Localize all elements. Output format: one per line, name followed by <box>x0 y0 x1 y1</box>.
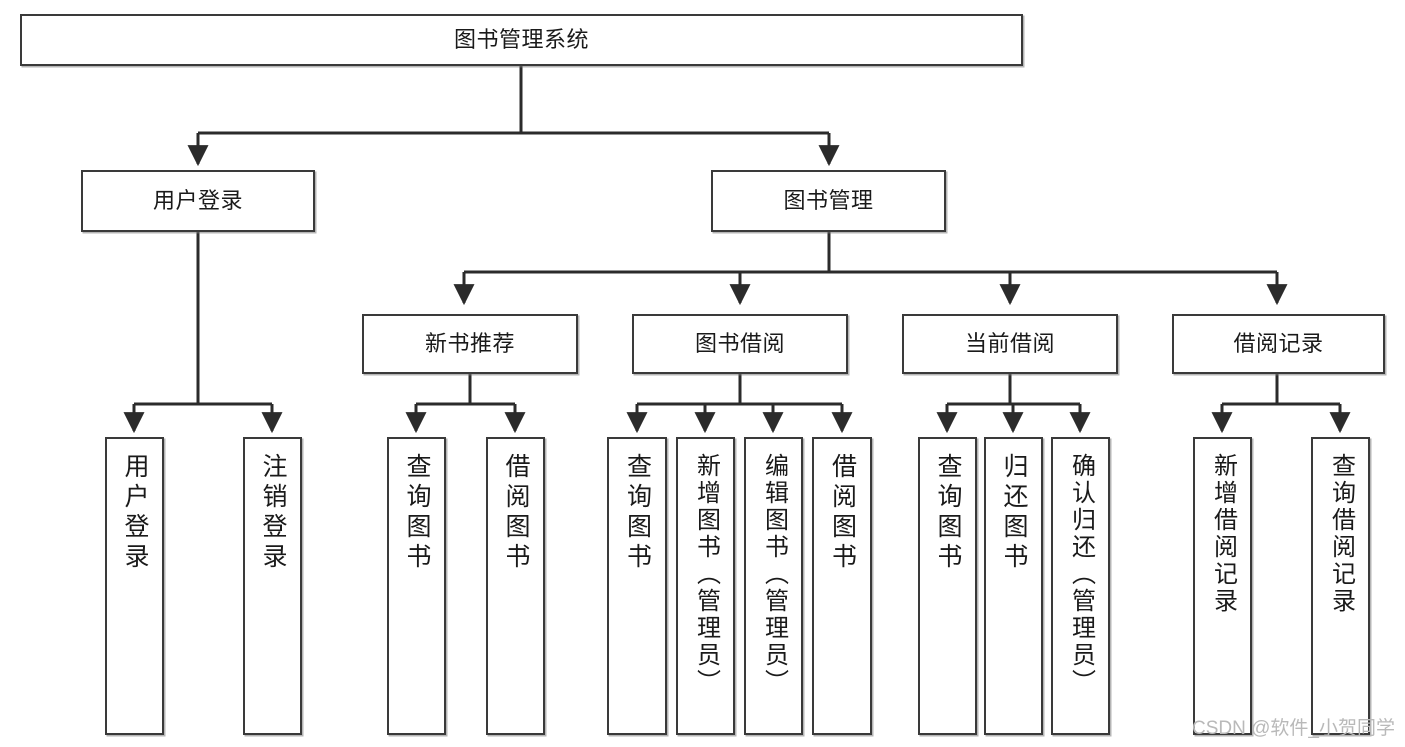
node-leaf-borrow-book-2[interactable]: 借阅图书 <box>812 437 872 735</box>
node-borrow-record[interactable]: 借阅记录 <box>1172 314 1385 374</box>
node-borrow-record-label: 借阅记录 <box>1233 331 1324 357</box>
node-leaf-edit-book[interactable]: 编辑图书（管理员） <box>744 437 803 735</box>
node-leaf-query-record-label: 查询借阅记录 <box>1327 453 1355 615</box>
node-leaf-query-book-3-label: 查询图书 <box>934 453 962 573</box>
node-leaf-borrow-book-1-label: 借阅图书 <box>502 453 530 573</box>
node-leaf-return-book[interactable]: 归还图书 <box>984 437 1043 735</box>
node-leaf-borrow-book-2-label: 借阅图书 <box>828 453 857 573</box>
node-leaf-return-book-label: 归还图书 <box>1000 453 1028 573</box>
node-user-login[interactable]: 用户登录 <box>81 170 315 232</box>
node-current-borrow[interactable]: 当前借阅 <box>902 314 1118 374</box>
node-book-borrow-label: 图书借阅 <box>694 331 785 357</box>
node-leaf-logout-label: 注销登录 <box>259 453 287 573</box>
node-book-management[interactable]: 图书管理 <box>711 170 946 232</box>
node-root-label: 图书管理系统 <box>453 27 589 53</box>
node-leaf-edit-book-label: 编辑图书（管理员） <box>760 453 788 696</box>
node-leaf-query-book-3[interactable]: 查询图书 <box>918 437 977 735</box>
node-leaf-user-login[interactable]: 用户登录 <box>105 437 164 735</box>
node-leaf-confirm-return-label: 确认归还（管理员） <box>1067 453 1095 696</box>
node-leaf-add-record[interactable]: 新增借阅记录 <box>1193 437 1252 735</box>
node-new-book-recommend-label: 新书推荐 <box>424 331 515 357</box>
node-leaf-add-record-label: 新增借阅记录 <box>1209 453 1237 615</box>
node-leaf-query-book-2-label: 查询图书 <box>623 453 652 573</box>
node-leaf-query-record[interactable]: 查询借阅记录 <box>1311 437 1370 735</box>
node-book-management-label: 图书管理 <box>783 188 874 214</box>
node-leaf-user-login-label: 用户登录 <box>121 453 149 573</box>
node-book-borrow[interactable]: 图书借阅 <box>632 314 848 374</box>
watermark: CSDN @软件_小贺同学 <box>1192 718 1395 739</box>
node-leaf-query-book-1-label: 查询图书 <box>403 453 431 573</box>
node-new-book-recommend[interactable]: 新书推荐 <box>362 314 578 374</box>
node-leaf-query-book-1[interactable]: 查询图书 <box>387 437 446 735</box>
node-root[interactable]: 图书管理系统 <box>20 14 1023 66</box>
node-leaf-add-book[interactable]: 新增图书（管理员） <box>676 437 735 735</box>
node-leaf-query-book-2[interactable]: 查询图书 <box>607 437 667 735</box>
node-leaf-borrow-book-1[interactable]: 借阅图书 <box>486 437 545 735</box>
node-leaf-add-book-label: 新增图书（管理员） <box>692 453 720 696</box>
node-leaf-logout[interactable]: 注销登录 <box>243 437 302 735</box>
node-leaf-confirm-return[interactable]: 确认归还（管理员） <box>1051 437 1110 735</box>
node-user-login-label: 用户登录 <box>152 188 243 214</box>
node-current-borrow-label: 当前借阅 <box>964 331 1055 357</box>
